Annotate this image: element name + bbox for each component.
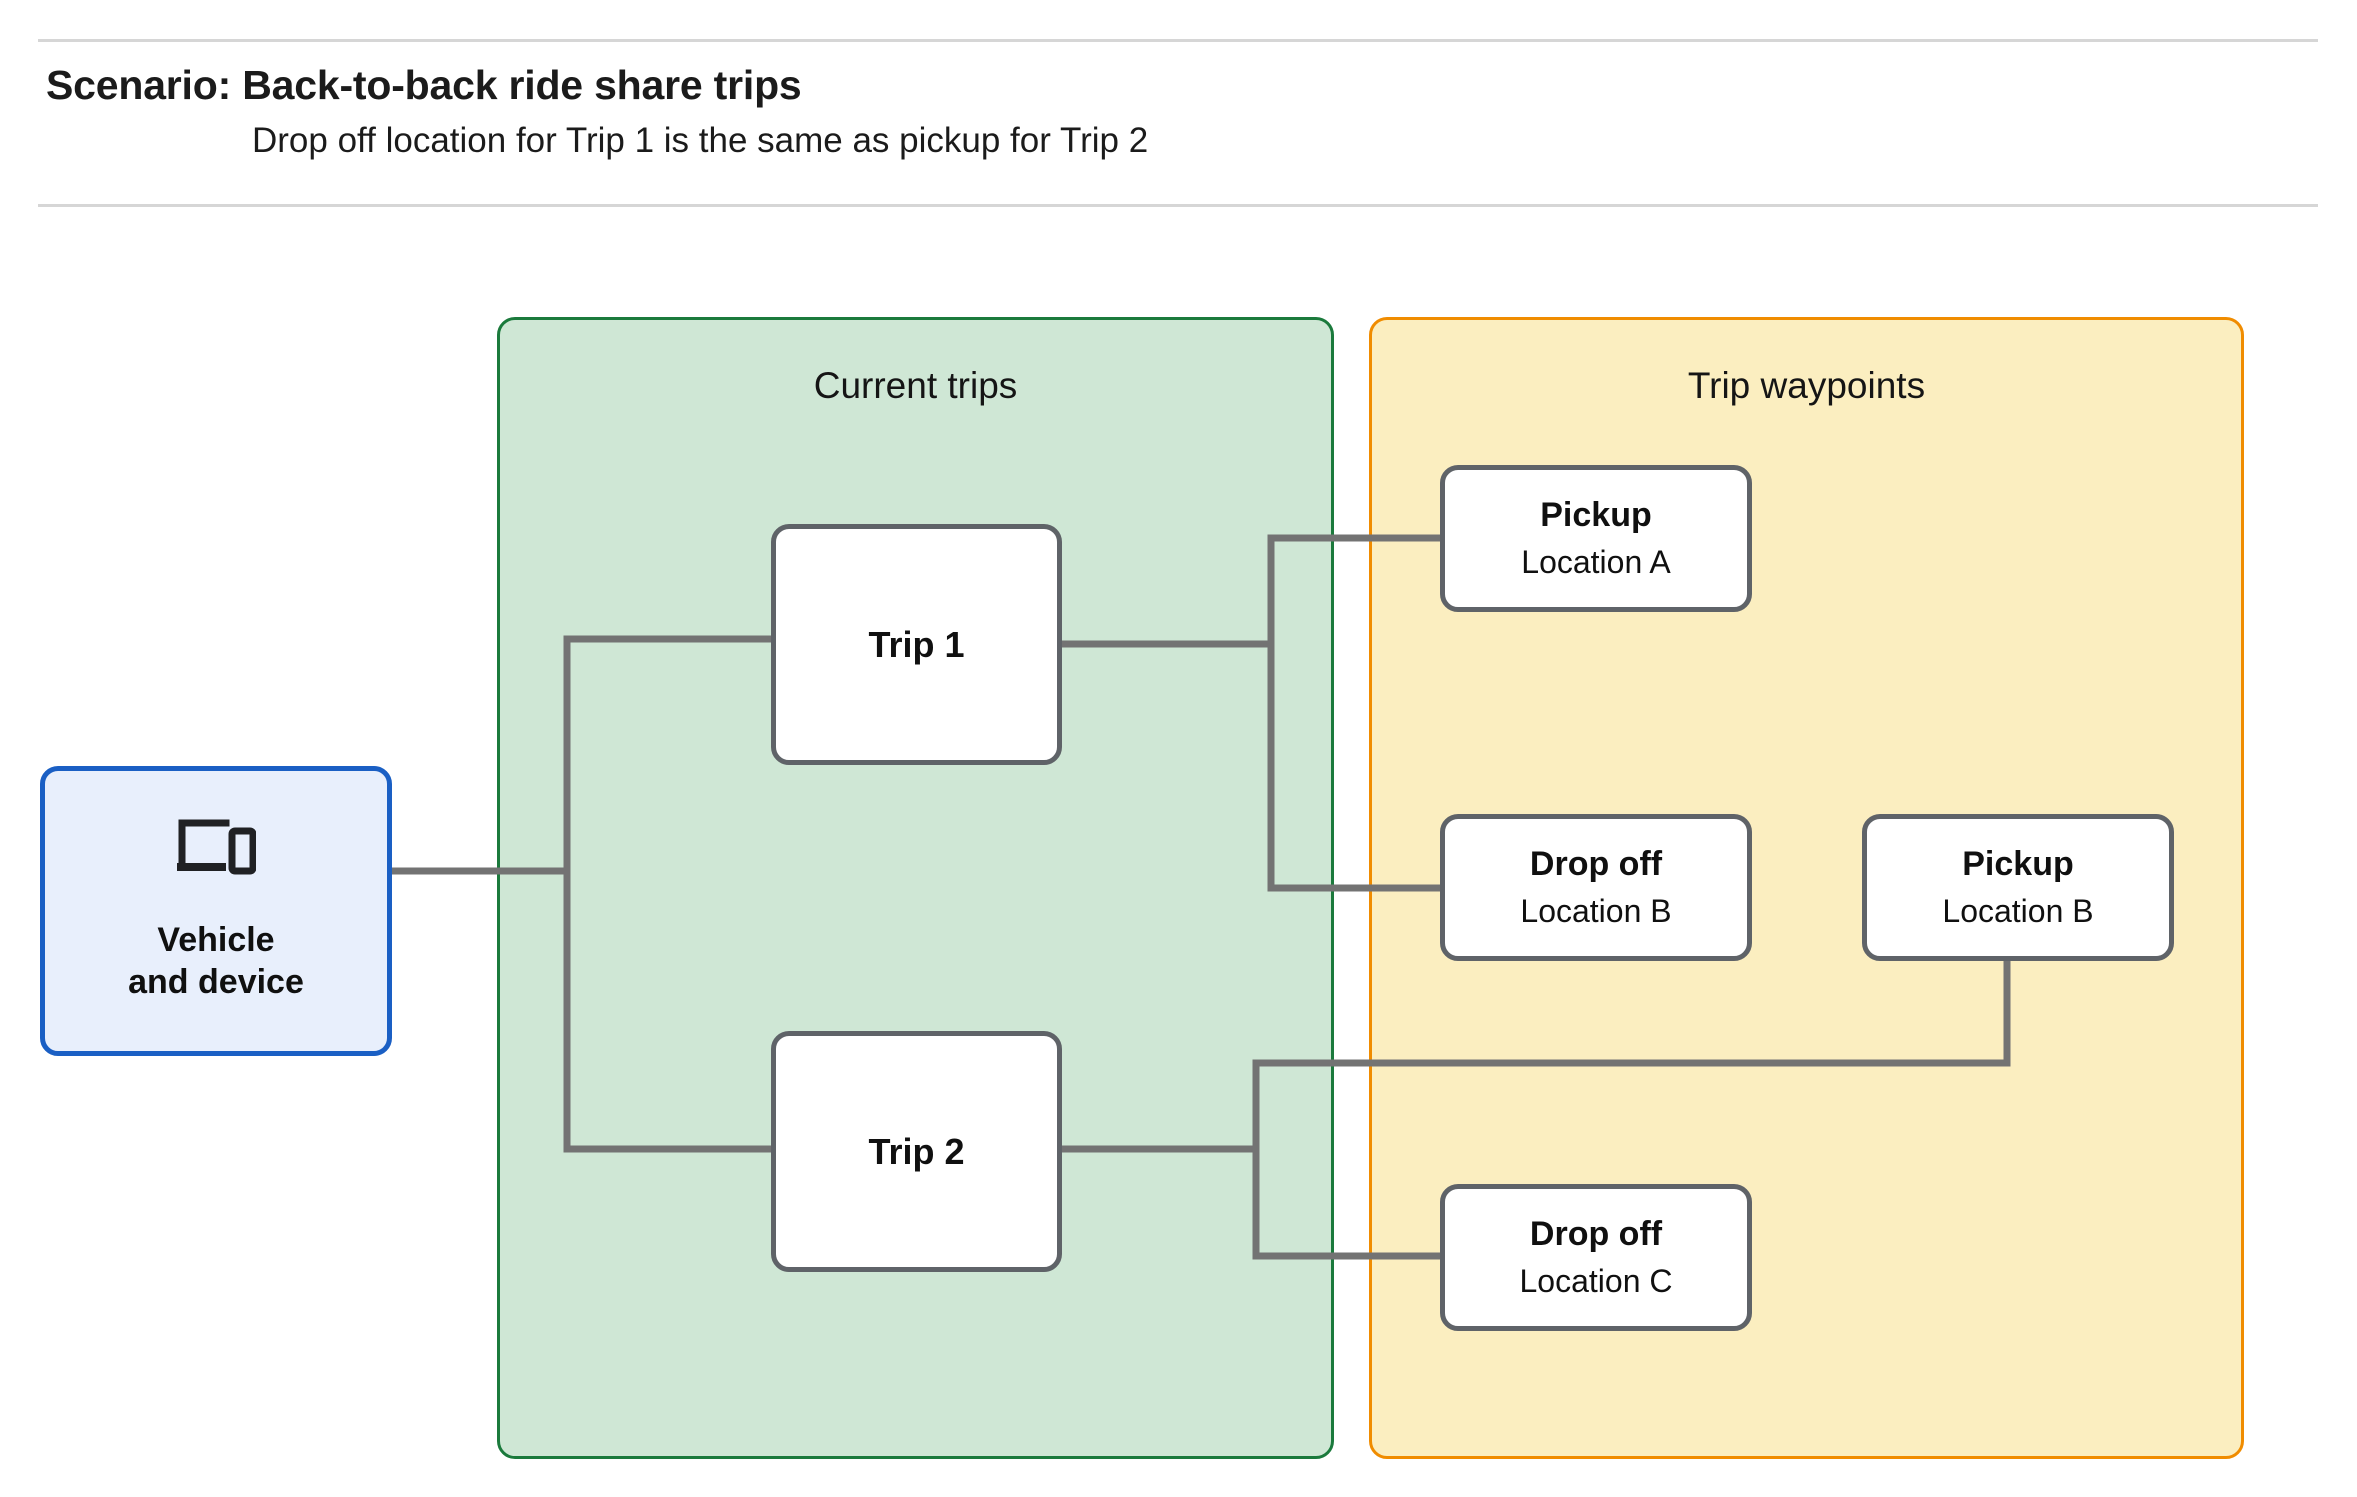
trip-2-label: Trip 2 <box>868 1130 965 1172</box>
node-pickup-b[interactable]: Pickup Location B <box>1862 814 2174 961</box>
page-title: Scenario: Back-to-back ride share trips <box>46 62 802 108</box>
trip-1-label: Trip 1 <box>868 623 965 665</box>
pickup-b-location: Location B <box>1942 892 2094 929</box>
vehicle-and-device-label: Vehicle and device <box>128 920 304 1002</box>
node-dropoff-c[interactable]: Drop off Location C <box>1440 1184 1752 1331</box>
page-subtitle: Drop off location for Trip 1 is the same… <box>252 121 1149 160</box>
dropoff-c-location: Location C <box>1519 1262 1673 1299</box>
panel-current-trips-title: Current trips <box>813 365 1018 406</box>
dropoff-b-title: Drop off <box>1529 845 1663 884</box>
panel-trip-waypoints-title: Trip waypoints <box>1687 365 1926 406</box>
node-dropoff-b[interactable]: Drop off Location B <box>1440 814 1752 961</box>
header-divider-top <box>38 39 2318 42</box>
header-divider-bottom <box>38 204 2318 207</box>
panel-current-trips: Current trips <box>497 317 1334 1459</box>
pickup-a-title: Pickup <box>1540 496 1652 535</box>
laptop-and-phone-icon <box>177 819 256 874</box>
dropoff-b-location: Location B <box>1520 892 1672 929</box>
dropoff-c-title: Drop off <box>1529 1215 1663 1254</box>
pickup-a-location: Location A <box>1521 543 1671 580</box>
node-pickup-a[interactable]: Pickup Location A <box>1440 465 1752 612</box>
node-trip-2[interactable]: Trip 2 <box>771 1031 1062 1272</box>
node-trip-1[interactable]: Trip 1 <box>771 524 1062 765</box>
node-vehicle-and-device[interactable]: Vehicle and device <box>40 766 392 1056</box>
pickup-b-title: Pickup <box>1962 845 2074 884</box>
